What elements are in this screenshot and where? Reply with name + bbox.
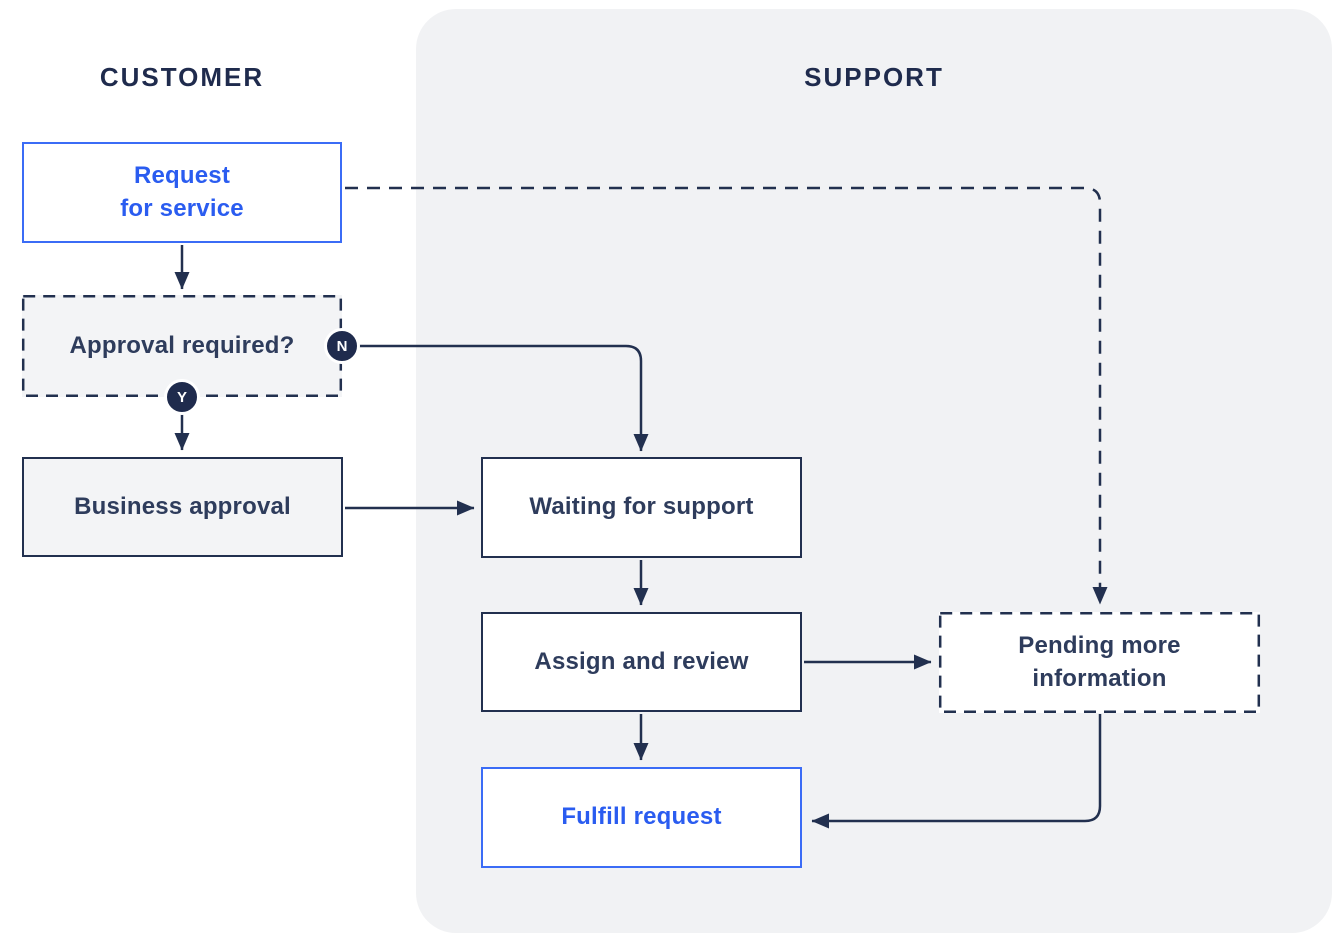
edge-label-yes-badge: Y: [164, 379, 200, 415]
node-business-approval: Business approval: [22, 457, 343, 557]
lane-header-support: SUPPORT: [804, 62, 944, 92]
lane-header-customer: CUSTOMER: [99, 62, 265, 92]
node-fulfill-request: Fulfill request: [481, 767, 802, 868]
edge-label-no-badge: N: [324, 328, 360, 364]
node-assign-and-review: Assign and review: [481, 612, 802, 712]
node-waiting-for-support: Waiting for support: [481, 457, 802, 558]
node-pending-more-information: Pending more information: [939, 612, 1260, 713]
node-request-for-service: Request for service: [22, 142, 342, 243]
